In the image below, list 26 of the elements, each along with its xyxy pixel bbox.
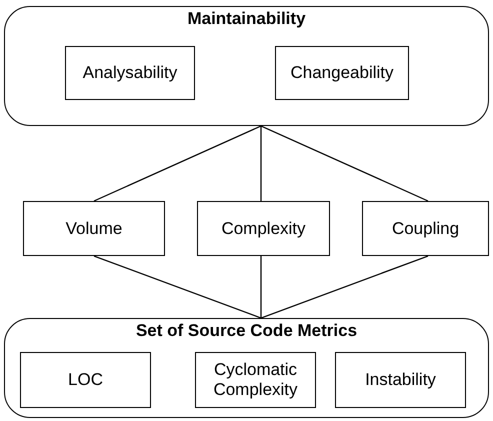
connector-line (94, 255, 262, 319)
metric-box (195, 352, 316, 408)
group-box (4, 318, 489, 418)
metric-box (20, 352, 151, 408)
connector-line (260, 256, 262, 318)
connector-line (260, 125, 428, 202)
box-label: Coupling (390, 218, 460, 238)
box-label: Volume (64, 218, 124, 238)
connector-line (260, 126, 262, 201)
metric-box (335, 352, 466, 408)
box-label: Instability (364, 370, 437, 390)
group-heading: Set of Source Code Metrics (134, 321, 358, 341)
metric-box (362, 201, 489, 256)
box-label: LOC (67, 370, 104, 390)
connector-line (260, 255, 428, 319)
connector-line (94, 125, 262, 202)
box-label: Analysability (82, 63, 178, 83)
metric-box (275, 46, 409, 100)
group-box (4, 6, 489, 126)
box-label: Complexity (220, 218, 307, 238)
group-heading: Maintainability (186, 9, 307, 29)
metric-box (197, 201, 330, 256)
box-label: Cyclomatic Complexity (212, 360, 299, 400)
box-label: Changeability (289, 63, 394, 83)
metric-box (23, 201, 165, 256)
metric-box (65, 46, 195, 100)
